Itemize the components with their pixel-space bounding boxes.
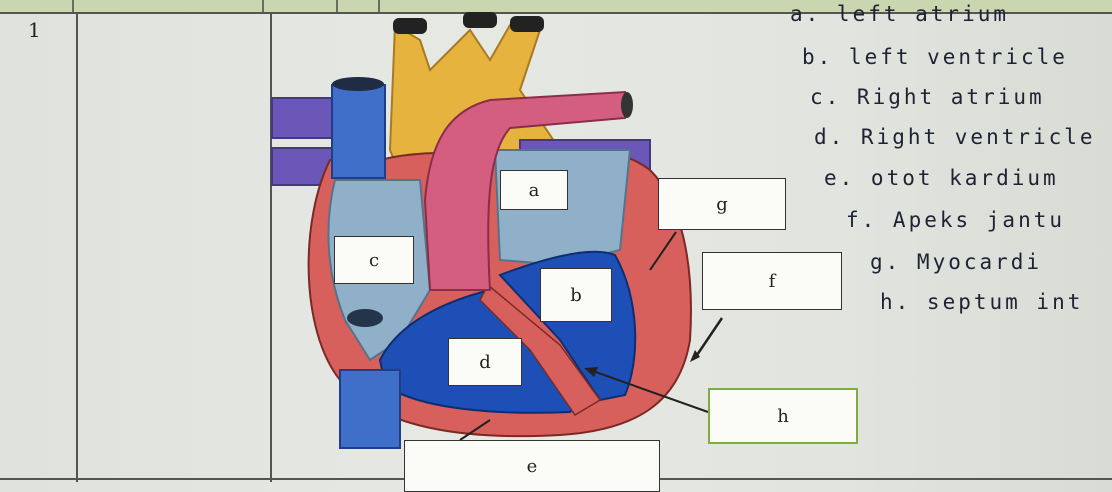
pointer-f: [695, 318, 722, 358]
answer-line: e. otot kardium: [824, 166, 1059, 190]
label-box-b[interactable]: b: [540, 268, 612, 322]
vena-cava-opening: [347, 309, 383, 327]
superior-vena-cava-end: [332, 77, 384, 91]
answer-line: h. septum int: [880, 290, 1083, 314]
aorta-branch: [393, 18, 427, 34]
label-box-a[interactable]: a: [500, 170, 568, 210]
answer-line: a. left atrium: [790, 2, 1009, 26]
answer-line: f. Apeks jantu: [846, 208, 1065, 232]
answer-line: g. Myocardi: [870, 250, 1042, 274]
label-box-f[interactable]: f: [702, 252, 842, 310]
aorta-branch: [463, 12, 497, 28]
label-box-e[interactable]: e: [404, 440, 660, 492]
aorta-branch: [510, 16, 544, 32]
pulmonary-vein: [272, 98, 340, 138]
pulmonary-trunk-end: [621, 92, 633, 118]
label-box-h[interactable]: h: [708, 388, 858, 444]
label-box-g[interactable]: g: [658, 178, 786, 230]
label-box-c[interactable]: c: [334, 236, 414, 284]
superior-vena-cava: [332, 85, 385, 178]
answer-line: c. Right atrium: [810, 85, 1045, 109]
label-box-d[interactable]: d: [448, 338, 522, 386]
answer-line: d. Right ventricle: [814, 125, 1096, 149]
inferior-vena-cava: [340, 370, 400, 448]
answer-line: b. left ventricle: [802, 45, 1068, 69]
